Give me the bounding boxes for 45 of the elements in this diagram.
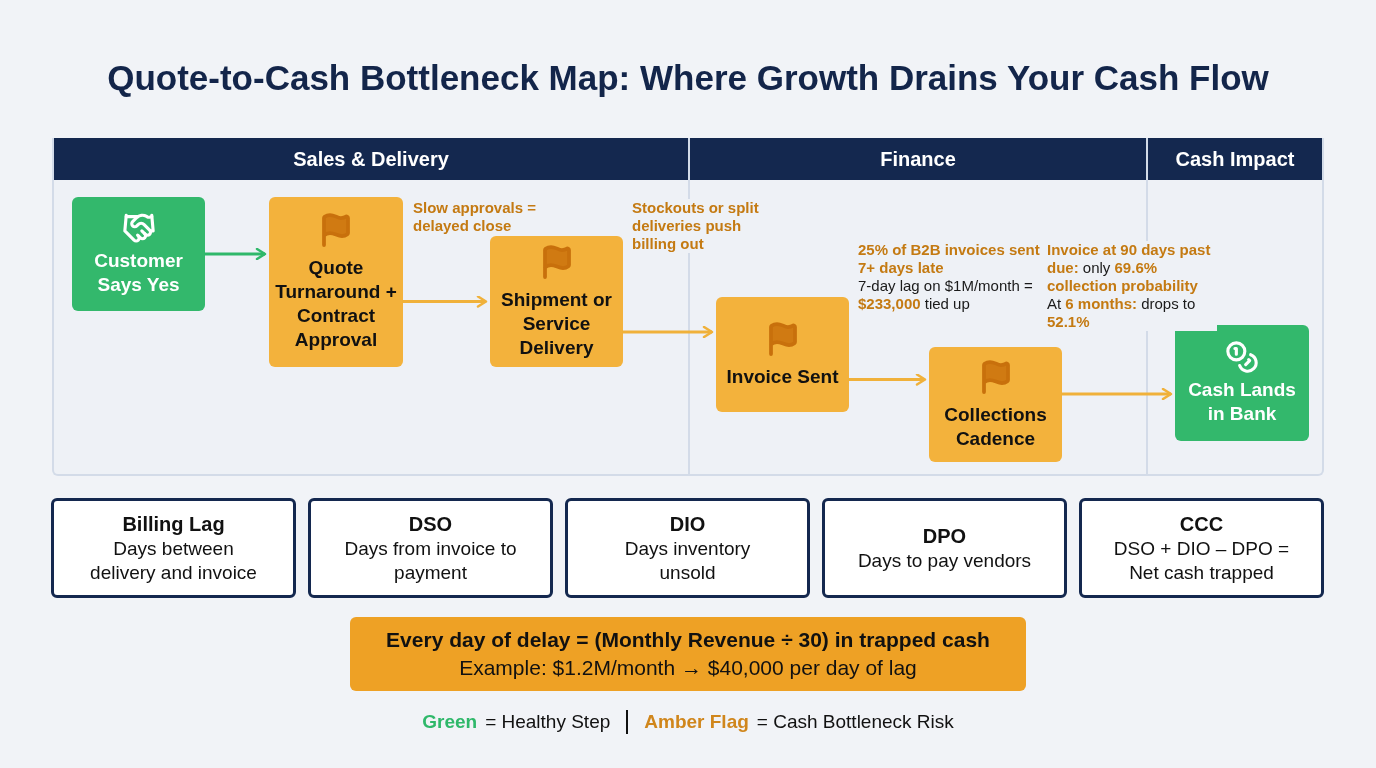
metric-description: DSO + DIO – DPO = Net cash trapped (1112, 537, 1291, 585)
step-label: Shipment or Service Delivery (500, 287, 613, 360)
formula-text: Every day of delay = (Monthly Revenue ÷ 30) in trapped cash (386, 627, 990, 653)
healthy-step-box (1175, 325, 1309, 441)
step-label: Invoice Sent (726, 364, 839, 389)
step-label: Customer Says Yes (93, 249, 184, 297)
step-label: Cash Lands in Bank (1187, 378, 1297, 426)
metric-title: DIO (669, 512, 706, 537)
lane-header: Sales & Delivery (54, 138, 688, 180)
flow-arrow (402, 295, 488, 308)
example-text: Example: $1.2M/month → $40,000 per day of lag (459, 655, 917, 681)
legend-text: = Healthy Step (485, 710, 611, 734)
healthy-step-box (72, 197, 205, 311)
formula-banner (350, 617, 1026, 691)
bottleneck-note: At 6 months: drops to 52.1% (1047, 295, 1217, 331)
metric-title: Billing Lag (122, 512, 225, 537)
metric-title: CCC (1179, 512, 1224, 537)
bottleneck-step-box (490, 236, 623, 367)
metric-description: Days between delivery and invoice (89, 537, 258, 585)
flow-arrow (1061, 387, 1173, 401)
legend-text: = Cash Bottleneck Risk (756, 710, 954, 734)
metric-title: DPO (922, 524, 967, 549)
metric-description: Days to pay vendors (856, 549, 1033, 573)
bottleneck-step-box (716, 297, 849, 412)
bottleneck-step-box (269, 197, 403, 367)
flow-arrow (204, 247, 267, 261)
step-label: Collections Cadence (943, 402, 1048, 451)
flow-arrow (848, 373, 927, 386)
metric-card (308, 498, 553, 598)
metric-card (1079, 498, 1324, 598)
flow-arrow (622, 325, 714, 339)
lane-header: Finance (690, 138, 1146, 180)
metric-title: DSO (408, 512, 453, 537)
lane-header: Cash Impact (1148, 138, 1322, 180)
bottleneck-step-box (929, 347, 1062, 462)
legend-key: Green (422, 708, 478, 737)
metric-description: Days inventory unsold (623, 537, 752, 585)
metric-description: Days from invoice to payment (343, 537, 518, 585)
metric-card (51, 498, 296, 598)
bottleneck-note: 25% of B2B invoices sent 7+ days late (858, 241, 1043, 277)
metric-card (565, 498, 810, 598)
diagram-title: Quote-to-Cash Bottleneck Map: Where Growth Drains Your Cash Flow (106, 57, 1270, 99)
legend-key: Amber Flag (644, 708, 749, 737)
metric-card (822, 498, 1067, 598)
step-label: Quote Turnaround + Contract Approval (274, 256, 398, 352)
